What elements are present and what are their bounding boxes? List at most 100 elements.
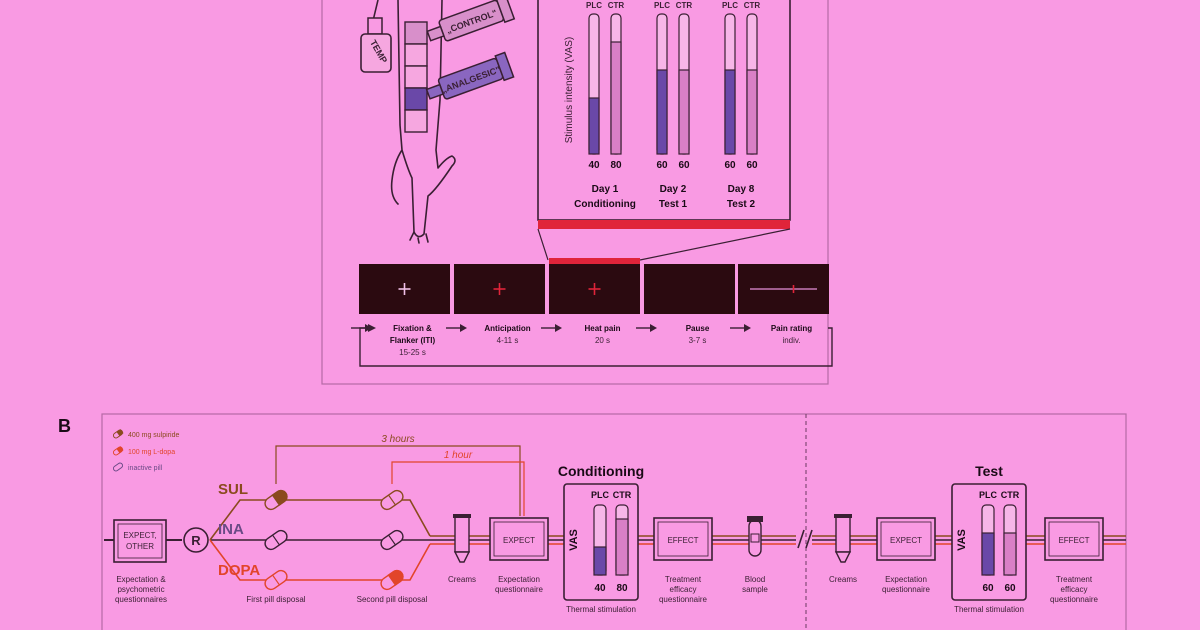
first-pill-caption: First pill disposal: [246, 595, 305, 604]
time-break: [797, 529, 813, 549]
timeline-title: Anticipation: [484, 324, 530, 333]
vas-ctr-header: CTR: [676, 1, 693, 10]
expect-caption-2-conditioning: questionnaire: [495, 585, 544, 594]
timeline-title: Pain rating: [771, 324, 812, 333]
vas-phase-label: Test 2: [727, 199, 756, 210]
second-pill-caption: Second pill disposal: [357, 595, 428, 604]
vas-plc-bar: [656, 69, 668, 155]
vas-plc-value: 40: [594, 583, 606, 594]
creams-caption-test: Creams: [829, 575, 857, 584]
timeline-arrowhead: [744, 324, 751, 332]
legend-ldopa: 100 mg L-dopa: [128, 449, 175, 456]
effect-label-test: EFFECT: [1058, 536, 1089, 545]
cream-tube-test: [834, 514, 852, 563]
timeline-arrowhead: [460, 324, 467, 332]
effect-label-conditioning: EFFECT: [667, 536, 698, 545]
timeline-title2: Flanker (ITI): [390, 336, 436, 345]
blood-tube: [747, 516, 763, 557]
arm-illustration: [390, 0, 456, 244]
expect-caption-1-test: Expectation: [885, 575, 927, 584]
vas-plc-value: 60: [656, 160, 668, 171]
cream-tube-conditioning: [453, 514, 471, 563]
analgesic-tube: „ANALGESIC": [425, 51, 515, 100]
randomization-label: R: [191, 533, 201, 548]
pills: [264, 489, 404, 591]
pill-sul-first: [264, 489, 288, 511]
loop-arrow: [359, 327, 833, 367]
expect-caption-1-conditioning: Expectation: [498, 575, 540, 584]
vas-plc-bar: [588, 97, 600, 155]
vas-axis-label: VAS: [956, 529, 968, 551]
vas-ctr-value: 60: [1004, 583, 1016, 594]
vas-ctr-value: 80: [616, 583, 628, 594]
effect-caption-3-test: questionnaire: [1050, 595, 1099, 604]
expect-other-line1: EXPECT,: [123, 531, 156, 540]
timeline-arrowhead: [555, 324, 562, 332]
vas-plc-header: PLC: [722, 1, 738, 10]
vas-ctr-value: 60: [746, 160, 758, 171]
three-hours-label: 3 hours: [381, 434, 414, 445]
timeline-arrowhead: [650, 324, 657, 332]
vas-plc-bar: [724, 69, 736, 155]
blood-caption-2: sample: [742, 585, 768, 594]
control-tube: „CONTROL": [426, 0, 516, 42]
expect-box-test: EXPECT: [876, 517, 936, 561]
vas-day-label: Day 1: [592, 184, 619, 195]
blood-caption-1: Blood: [745, 575, 765, 584]
pill-dopa-second: [380, 569, 404, 591]
vas-ctr-bar: [615, 518, 629, 576]
pill-sul-second: [380, 489, 404, 511]
finger-lines: [409, 231, 429, 244]
effect-caption-2-test: efficacy: [1061, 585, 1088, 594]
timeline-screen: [644, 264, 735, 314]
vas-phase-label: Test 1: [659, 199, 688, 210]
panel-b-label: B: [58, 416, 71, 436]
vas-plc-header: PLC: [591, 490, 610, 500]
thermal-caption-conditioning: Thermal stimulation: [566, 605, 636, 614]
legend-inactive: inactive pill: [128, 465, 163, 472]
expect-other-box: EXPECT, OTHER: [113, 519, 167, 563]
loop-arrowhead: [368, 324, 376, 332]
vas-ctr-bar: [678, 69, 690, 155]
legend-sulpiride: 400 mg sulpiride: [128, 432, 179, 439]
expect-other-caption-3: questionnaires: [115, 595, 167, 604]
effect-box-conditioning: EFFECT: [653, 517, 713, 561]
stimulation-squares: [404, 21, 428, 133]
effect-caption-3-conditioning: questionnaire: [659, 595, 708, 604]
group-sul: SUL: [218, 481, 248, 498]
timeline-duration: 15-25 s: [399, 348, 426, 357]
vas-plc-header: PLC: [979, 490, 998, 500]
vas-ctr-value: 80: [610, 160, 622, 171]
conditioning-title: Conditioning: [558, 463, 644, 479]
timing-brackets: [275, 445, 525, 516]
pill-ina-first: [264, 529, 288, 551]
vas-plc-value: 60: [982, 583, 994, 594]
effect-box-test: EFFECT: [1044, 517, 1104, 561]
vas-day-label: Day 2: [660, 184, 687, 195]
vas-ctr-bar: [610, 41, 622, 155]
expect-other-caption-2: psychometric: [117, 585, 164, 594]
timeline-title: Fixation &: [393, 324, 432, 333]
vas-ctr-bar: [1003, 532, 1017, 576]
expect-other-line2: OTHER: [126, 542, 154, 551]
vas-plc-header: PLC: [586, 1, 602, 10]
vas-ctr-header: CTR: [613, 490, 632, 500]
vas-ctr-bar: [746, 69, 758, 155]
arm-outline: [390, 0, 456, 238]
panel-a-frame: [321, 0, 829, 385]
one-hour-label: 1 hour: [444, 450, 473, 461]
temp-device: TEMP: [360, 0, 392, 73]
heat-indicator: [549, 258, 640, 264]
timeline-duration: indiv.: [782, 336, 800, 345]
vas-plc-bar: [593, 546, 607, 576]
vas-day-label: Day 8: [728, 184, 755, 195]
zoom-line-left: [537, 228, 549, 261]
timeline-title: Heat pain: [584, 324, 620, 333]
randomization-circle: [183, 527, 209, 553]
expect-caption-2-test: questionnaire: [882, 585, 931, 594]
test-title: Test: [975, 463, 1003, 479]
vas-phase-label: Conditioning: [574, 199, 636, 210]
